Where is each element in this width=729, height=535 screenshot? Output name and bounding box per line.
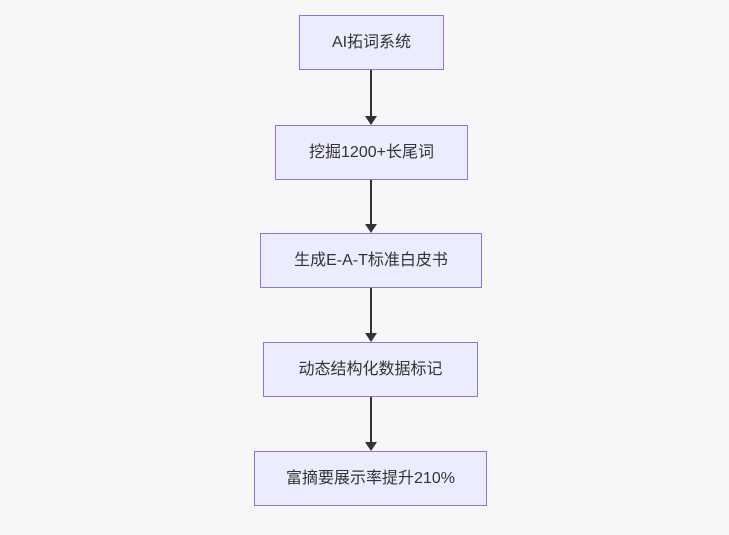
flow-arrow-3	[365, 288, 377, 342]
flow-arrow-1	[365, 70, 377, 125]
arrowhead-down-icon	[365, 442, 377, 451]
flowchart-node-eat-whitepaper: 生成E-A-T标准白皮书	[260, 233, 482, 288]
arrow-line	[370, 70, 372, 116]
node-label: 动态结构化数据标记	[298, 360, 443, 378]
flowchart-node-structured-data: 动态结构化数据标记	[263, 342, 478, 397]
arrowhead-down-icon	[365, 333, 377, 342]
arrow-line	[370, 180, 372, 224]
node-label: 挖掘1200+长尾词	[309, 143, 434, 161]
arrow-line	[370, 397, 372, 442]
flowchart-node-ai-expansion: AI拓词系统	[299, 15, 444, 70]
node-label: 富摘要展示率提升210%	[286, 469, 455, 487]
flow-arrow-4	[365, 397, 377, 451]
flowchart-node-longtail-mining: 挖掘1200+长尾词	[275, 125, 468, 180]
arrow-line	[370, 288, 372, 333]
flow-arrow-2	[365, 180, 377, 233]
flowchart-node-rich-snippet-result: 富摘要展示率提升210%	[254, 451, 487, 506]
node-label: AI拓词系统	[331, 33, 412, 51]
arrowhead-down-icon	[365, 116, 377, 125]
arrowhead-down-icon	[365, 224, 377, 233]
node-label: 生成E-A-T标准白皮书	[294, 251, 448, 269]
